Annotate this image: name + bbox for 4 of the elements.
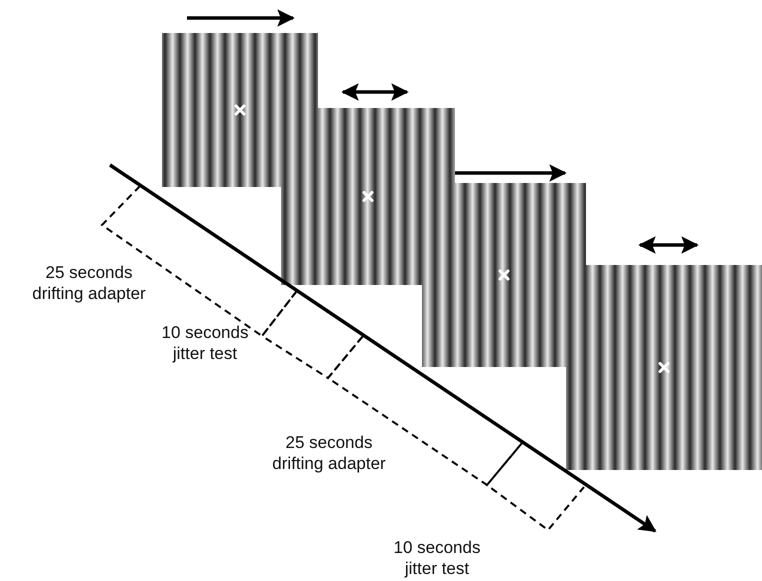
duration-label: 10 seconds jitter test: [160, 322, 250, 364]
duration-label: 25 seconds drifting adapter: [31, 262, 147, 304]
duration-label: 10 seconds jitter test: [392, 537, 482, 579]
duration-label: 25 seconds drifting adapter: [271, 432, 387, 474]
